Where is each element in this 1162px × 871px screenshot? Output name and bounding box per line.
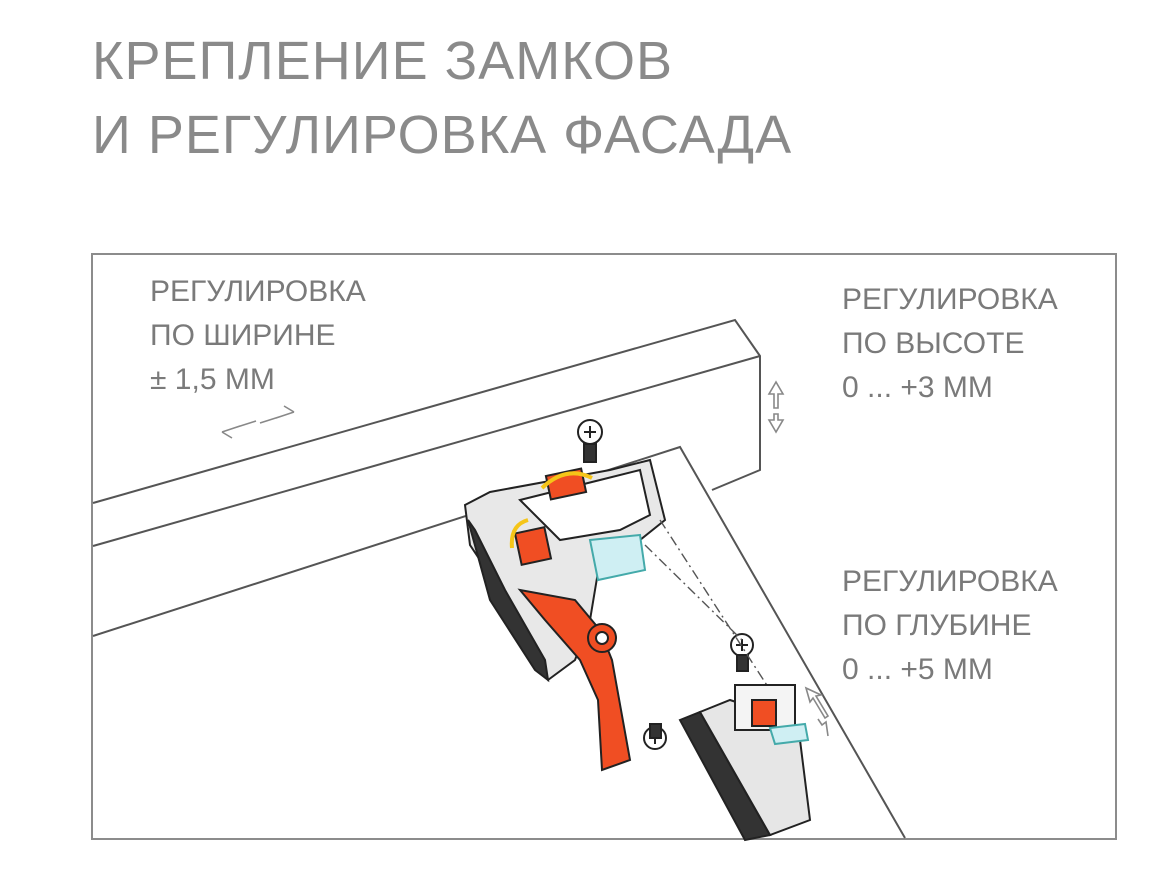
width-arrows-icon [221,405,295,439]
depth-label-line2: ПО ГЛУБИНЕ [842,609,1032,642]
title-line-2: И РЕГУЛИРОВКА ФАСАДА [92,105,793,165]
depth-label-line1: РЕГУЛИРОВКА [842,565,1058,598]
height-arrows-icon [767,380,785,434]
drawer-runner [678,684,812,842]
depth-adjustment-label: РЕГУЛИРОВКА ПО ГЛУБИНЕ 0 ... +5 ММ [842,560,1058,692]
diagram-frame [91,253,1117,840]
width-label-line1: РЕГУЛИРОВКА [150,275,366,308]
title-line-1: КРЕПЛЕНИЕ ЗАМКОВ [92,31,674,91]
height-label-line1: РЕГУЛИРОВКА [842,283,1058,316]
width-adjustment-label: РЕГУЛИРОВКА ПО ШИРИНЕ ± 1,5 ММ [150,270,366,402]
width-label-value: ± 1,5 ММ [150,363,275,396]
facade-panels [92,318,906,839]
height-adjustment-label: РЕГУЛИРОВКА ПО ВЫСОТЕ 0 ... +3 ММ [842,278,1058,410]
height-label-line2: ПО ВЫСОТЕ [842,327,1025,360]
screw-icon [577,419,603,463]
width-label-line2: ПО ШИРИНЕ [150,319,336,352]
depth-arrows-icon [804,686,830,737]
assembly-guide-lines [644,519,771,691]
depth-label-value: 0 ... +5 ММ [842,653,993,686]
lock-mechanism [463,458,667,772]
height-label-value: 0 ... +3 ММ [842,371,993,404]
screw-icon [643,723,667,750]
